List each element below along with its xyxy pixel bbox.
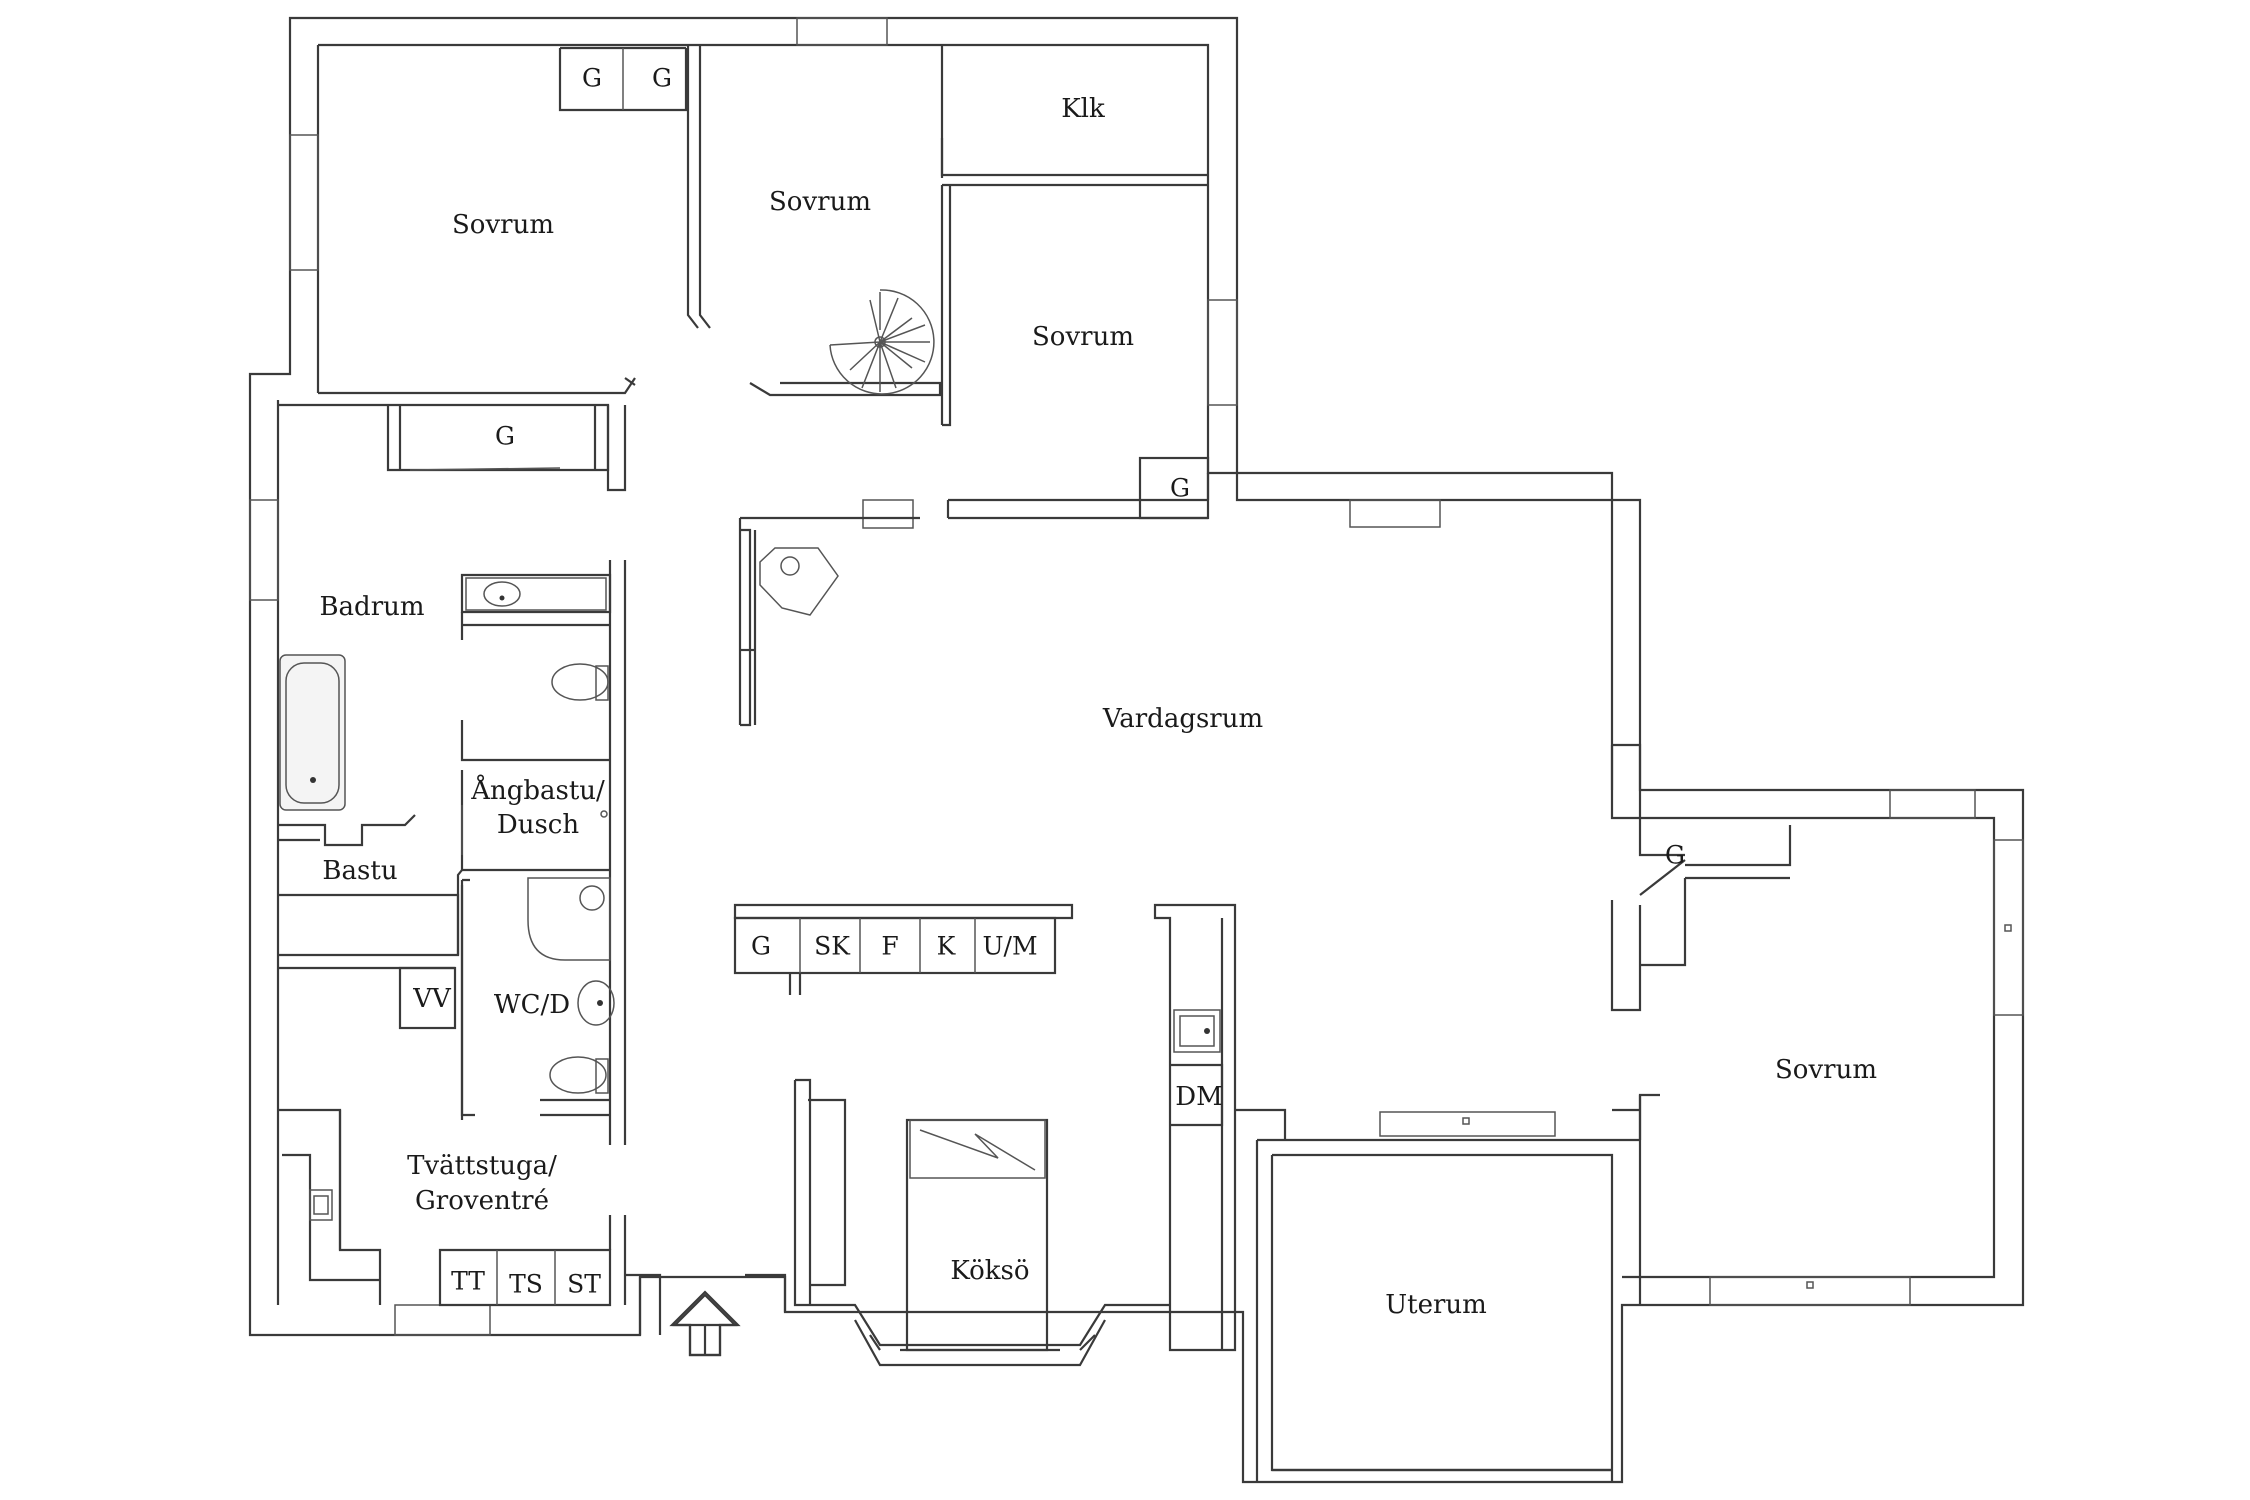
label-dm: DM — [1175, 1082, 1222, 1112]
label-vv: VV — [412, 984, 452, 1014]
label-tvattstuga: Tvättstuga/ — [407, 1151, 557, 1181]
label-klk: Klk — [1061, 94, 1105, 124]
storage-labels: G G G G G G SK F K U/M TT TS ST — [451, 64, 1685, 1299]
label-vardagsrum: Vardagsrum — [1102, 704, 1263, 734]
label-kitchen-sk: SK — [814, 932, 851, 961]
label-sovrum-ne: Sovrum — [1032, 322, 1134, 352]
label-closet-ne: G — [1170, 474, 1190, 503]
label-sovrum-nw: Sovrum — [452, 210, 554, 240]
label-sovrum-n: Sovrum — [769, 187, 871, 217]
fixtures — [279, 547, 2012, 1289]
label-groventre: Groventré — [415, 1186, 549, 1216]
label-closet-g2: G — [652, 64, 672, 93]
room-labels: Sovrum Sovrum Klk Sovrum Badrum Ångbastu… — [319, 94, 1877, 1320]
label-closet-e: G — [1665, 841, 1685, 870]
label-uterum: Uterum — [1385, 1290, 1487, 1320]
label-badrum: Badrum — [319, 592, 424, 622]
label-kitchen-g: G — [751, 932, 771, 961]
label-laundry-st: ST — [567, 1270, 601, 1299]
label-laundry-tt: TT — [451, 1267, 485, 1296]
label-laundry-ts: TS — [509, 1270, 543, 1299]
label-angbastu: Ångbastu/ — [470, 774, 605, 806]
label-kokso: Köksö — [950, 1256, 1029, 1286]
label-closet-hall: G — [495, 422, 515, 451]
label-closet-g1: G — [582, 64, 602, 93]
interior-walls — [278, 45, 1792, 1482]
label-wcd: WC/D — [494, 990, 570, 1020]
label-bastu: Bastu — [322, 856, 397, 886]
windows — [249, 17, 2024, 1336]
entrance-arrow-outline — [669, 1290, 741, 1357]
label-kitchen-f: F — [881, 932, 898, 961]
label-sovrum-e: Sovrum — [1775, 1055, 1877, 1085]
label-dusch: Dusch — [497, 810, 579, 840]
label-kitchen-k: K — [937, 932, 957, 961]
label-kitchen-um: U/M — [982, 932, 1037, 961]
spiral-stair — [829, 289, 935, 395]
